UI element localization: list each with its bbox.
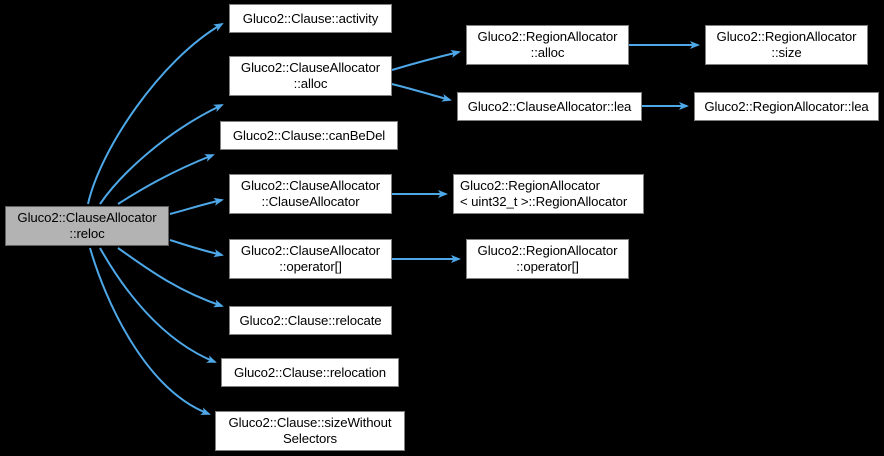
edge-reloc-to-relocation xyxy=(99,247,217,363)
graph-node-label: Gluco2::ClauseAllocator xyxy=(240,243,381,258)
graph-node-region-ctor[interactable]: Gluco2::RegionAllocator< uint32_t >::Reg… xyxy=(453,174,644,214)
graph-node-label: Gluco2::ClauseAllocator::lea xyxy=(467,98,632,114)
graph-node-label: Gluco2::ClauseAllocator xyxy=(240,60,381,75)
edge-reloc-to-relocate xyxy=(117,247,224,308)
graph-node-label: Gluco2::RegionAllocator xyxy=(477,29,618,44)
graph-node-clauseallocator-lea[interactable]: Gluco2::ClauseAllocator::lea xyxy=(457,92,642,121)
graph-node-label: ::size xyxy=(771,45,802,60)
edge-reloc-to-sizewithoutselectors xyxy=(89,247,211,415)
graph-node-region-lea[interactable]: Gluco2::RegionAllocator::lea xyxy=(694,92,879,121)
graph-node-label: Gluco2::ClauseAllocator xyxy=(240,178,381,193)
graph-node-label: < uint32_t >::RegionAllocator xyxy=(460,194,628,209)
edge-reloc-to-clauseallocator-operator xyxy=(169,239,224,258)
graph-node-label: Gluco2::Clause::canBeDel xyxy=(232,127,386,143)
graph-node-canbedel[interactable]: Gluco2::Clause::canBeDel xyxy=(220,121,398,150)
edge-paths xyxy=(87,22,700,415)
graph-node-reloc[interactable]: Gluco2::ClauseAllocator::reloc xyxy=(5,206,169,246)
graph-node-clauseallocator-operator[interactable]: Gluco2::ClauseAllocator::operator[] xyxy=(229,239,392,279)
graph-node-label: Gluco2::Clause::relocation xyxy=(233,364,387,380)
graph-node-region-operator[interactable]: Gluco2::RegionAllocator::operator[] xyxy=(466,239,629,279)
graph-node-label: Gluco2::RegionAllocator xyxy=(716,29,857,44)
graph-node-region-size[interactable]: Gluco2::RegionAllocator::size xyxy=(705,25,868,65)
graph-node-region-alloc[interactable]: Gluco2::RegionAllocator::alloc xyxy=(466,25,629,65)
graph-node-relocation[interactable]: Gluco2::Clause::relocation xyxy=(221,358,399,387)
graph-node-label: ::alloc xyxy=(293,76,328,91)
graph-node-label: Gluco2::RegionAllocator xyxy=(477,243,618,258)
edge-alloc-to-clauseallocator-lea xyxy=(391,83,452,102)
graph-node-label: ::operator[] xyxy=(279,259,342,274)
graph-node-label: Gluco2::RegionAllocator xyxy=(460,178,600,193)
graph-node-activity[interactable]: Gluco2::Clause::activity xyxy=(229,4,392,33)
graph-node-label: Gluco2::RegionAllocator::lea xyxy=(704,98,869,114)
edge-alloc-to-region-alloc xyxy=(391,49,461,71)
edge-reloc-to-canbedel xyxy=(117,154,215,205)
graph-node-label: ::alloc xyxy=(530,45,565,60)
graph-node-label: ::ClauseAllocator xyxy=(261,194,360,209)
graph-node-relocate[interactable]: Gluco2::Clause::relocate xyxy=(229,306,392,335)
edge-reloc-to-clauseallocator-ctor xyxy=(169,197,224,215)
edge-reloc-to-activity xyxy=(87,22,224,205)
graph-node-label: ::reloc xyxy=(69,226,105,241)
graph-node-label: Gluco2::Clause::relocate xyxy=(239,312,382,328)
graph-node-clauseallocator-ctor[interactable]: Gluco2::ClauseAllocator::ClauseAllocator xyxy=(229,174,392,214)
graph-node-alloc[interactable]: Gluco2::ClauseAllocator::alloc xyxy=(229,56,392,96)
graph-node-label: Selectors xyxy=(282,431,338,446)
graph-node-label: ::operator[] xyxy=(516,259,579,274)
graph-node-label: Gluco2::Clause::sizeWithout xyxy=(228,415,392,430)
graph-node-label: Gluco2::Clause::activity xyxy=(242,10,379,26)
graph-node-label: Gluco2::ClauseAllocator xyxy=(17,210,157,225)
edge-reloc-to-alloc xyxy=(99,104,224,205)
